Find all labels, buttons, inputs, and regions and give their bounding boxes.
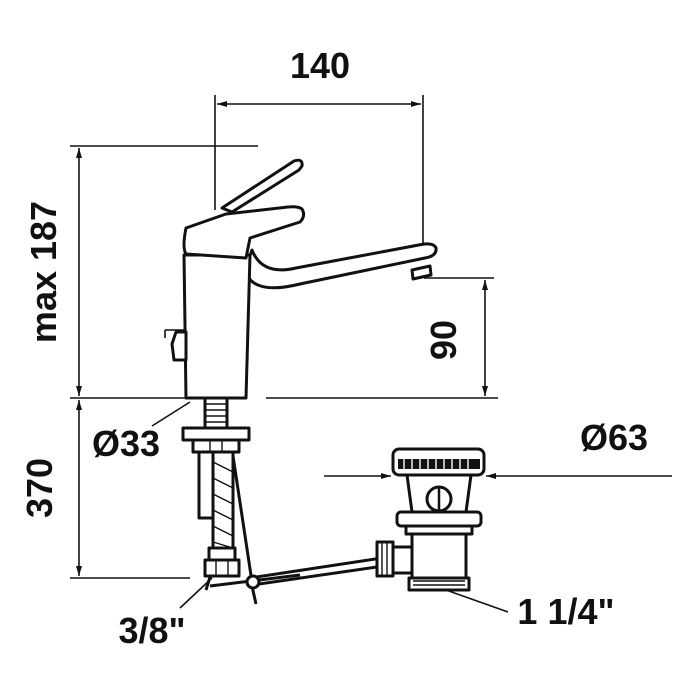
mounting-assembly [181, 396, 251, 578]
dimension-width: 140 [214, 45, 424, 250]
drain-valve [375, 447, 486, 592]
dim-label-140: 140 [290, 45, 350, 86]
dimension-diameter-33: Ø33 [92, 401, 191, 464]
dim-label-max-187: max 187 [23, 201, 64, 343]
dimension-depth: 370 [19, 400, 190, 579]
dimension-spout-height: 90 [423, 277, 494, 396]
dimension-thread-1-1-4: 1 1/4" [445, 589, 615, 632]
dim-label-diameter-33: Ø33 [92, 423, 160, 464]
dimension-height: max 187 [23, 145, 258, 396]
dimension-thread-3-8: 3/8" [118, 577, 213, 651]
dim-label-3-8: 3/8" [118, 610, 185, 651]
dimension-diameter-63: Ø63 [324, 417, 672, 479]
dim-label-90: 90 [423, 320, 464, 360]
dim-label-1-1-4: 1 1/4" [517, 591, 614, 632]
popup-linkage [204, 455, 385, 605]
dim-label-370: 370 [19, 458, 60, 518]
faucet-body [164, 158, 438, 400]
dim-label-diameter-63: Ø63 [580, 417, 648, 458]
